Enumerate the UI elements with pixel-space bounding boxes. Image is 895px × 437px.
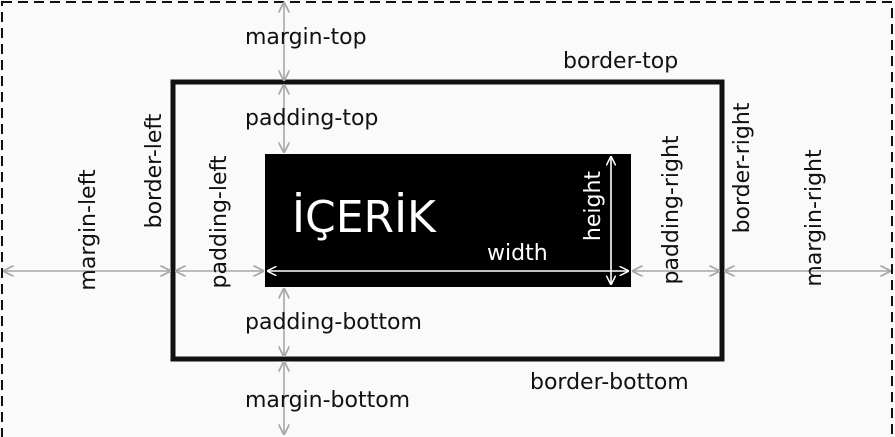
padding-bottom-label: padding-bottom [245,310,422,335]
height-label: height [581,170,606,242]
margin-right-label: margin-right [802,149,827,287]
width-label: width [487,241,548,266]
border-left-label: border-left [142,113,167,229]
border-bottom-label: border-bottom [530,370,689,395]
margin-top-label: margin-top [245,25,367,50]
margin-bottom-label: margin-bottom [245,388,411,413]
padding-left-label: padding-left [207,155,232,289]
border-top-label: border-top [563,49,679,74]
border-right-label: border-right [730,102,755,234]
content-box [265,154,631,287]
margin-left-label: margin-left [76,169,101,291]
content-label: İÇERİK [292,192,436,243]
border-box [170,79,725,362]
padding-right-label: padding-right [659,135,684,285]
padding-top-label: padding-top [245,106,379,131]
